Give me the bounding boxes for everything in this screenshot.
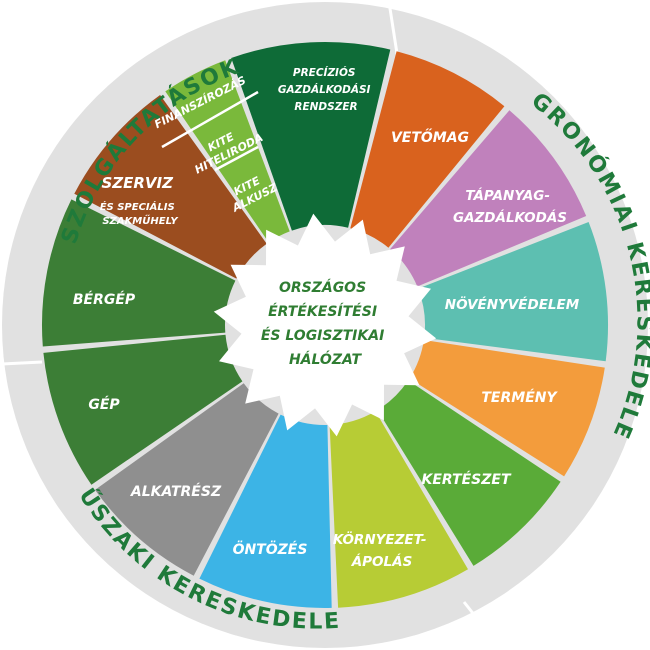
label-szerviz-line-1: SZERVIZ bbox=[101, 174, 174, 192]
ring-divider-left bbox=[1, 360, 43, 366]
segment-bergep bbox=[41, 199, 236, 347]
kite-divider-1 bbox=[161, 90, 259, 149]
center-star-shape bbox=[213, 213, 437, 437]
segment-precizios bbox=[231, 41, 391, 231]
label-gep-line-1: GÉP bbox=[88, 396, 120, 413]
segment-termeny bbox=[409, 340, 605, 477]
label-kornyezet: KÖRNYEZET- ÁPOLÁS bbox=[333, 530, 431, 570]
label-vetomag-line-1: VETŐMAG bbox=[391, 128, 469, 146]
label-tapanyag-line-1: TÁPANYAG- bbox=[465, 187, 550, 204]
label-tapanyag: TÁPANYAG- GAZDÁLKODÁS bbox=[453, 187, 567, 226]
center-line-4: HÁLÓZAT bbox=[289, 350, 363, 368]
label-precizios-line-2: GAZDÁLKODÁSI bbox=[278, 83, 371, 96]
label-novenyvedelem-line-1: NÖVÉNYVÉDELEM bbox=[445, 295, 580, 313]
center-line-3: ÉS LOGISZTIKAI bbox=[261, 327, 384, 344]
label-szerviz-line-3: SZAKMŰHELY bbox=[102, 213, 179, 227]
segment-gep bbox=[43, 334, 243, 485]
segment-kornyezet bbox=[329, 411, 468, 608]
center-line-2: ÉRTÉKESÍTÉSI bbox=[268, 303, 377, 320]
segment-ontozes bbox=[199, 414, 332, 608]
label-novenyvedelem: NÖVÉNYVÉDELEM bbox=[445, 295, 580, 313]
center-line-1: ORSZÁGOS bbox=[279, 279, 366, 296]
segment-alkatresz bbox=[95, 383, 279, 576]
label-kornyezet-line-2: ÁPOLÁS bbox=[351, 553, 413, 570]
center-star: ORSZÁGOS ÉRTÉKESÍTÉSI ÉS LOGISZTIKAI HÁL… bbox=[213, 213, 437, 437]
label-kornyezet-line-1: KÖRNYEZET- bbox=[333, 530, 427, 548]
segment-kerteszet bbox=[377, 380, 561, 566]
label-tapanyag-line-2: GAZDÁLKODÁS bbox=[453, 209, 567, 226]
label-szerviz-line-2: ÉS SPECIÁLIS bbox=[100, 200, 175, 213]
center-title: ORSZÁGOS ÉRTÉKESÍTÉSI ÉS LOGISZTIKAI HÁL… bbox=[261, 279, 389, 368]
segment-novenyvedelem bbox=[418, 222, 609, 362]
label-vetomag: VETŐMAG bbox=[391, 128, 469, 146]
label-precizios: PRECÍZIÓS GAZDÁLKODÁSI RENDSZER bbox=[278, 66, 374, 113]
segment-tapanyag bbox=[390, 110, 587, 287]
segment-kite bbox=[165, 60, 290, 243]
label-kerteszet: KERTÉSZET bbox=[421, 471, 511, 488]
label-termeny: TERMÉNY bbox=[481, 389, 558, 406]
ring-divider-bottom bbox=[462, 601, 485, 627]
label-termeny-line-1: TERMÉNY bbox=[481, 389, 558, 406]
label-precizios-line-3: RENDSZER bbox=[294, 101, 357, 113]
kite-sub-dividers bbox=[161, 90, 259, 172]
label-alkatresz: ALKATRÉSZ bbox=[130, 483, 222, 500]
segments-layer bbox=[41, 41, 609, 608]
label-alkatresz-line-1: ALKATRÉSZ bbox=[130, 483, 222, 500]
segment-szerviz bbox=[74, 95, 267, 279]
label-precizios-line-1: PRECÍZIÓS bbox=[293, 66, 356, 79]
segment-vetomag bbox=[350, 51, 505, 248]
label-bergep-line-1: BÉRGÉP bbox=[73, 291, 136, 308]
label-ontozes-line-1: ÖNTÖZÉS bbox=[233, 540, 308, 558]
label-gep: GÉP bbox=[88, 396, 120, 413]
label-szerviz: SZERVIZ ÉS SPECIÁLIS SZAKMŰHELY bbox=[100, 173, 181, 227]
label-bergep: BÉRGÉP bbox=[73, 291, 136, 308]
label-ontozes: ÖNTÖZÉS bbox=[233, 540, 308, 558]
label-kerteszet-line-1: KERTÉSZET bbox=[421, 471, 511, 488]
kite-divider-2 bbox=[214, 145, 259, 172]
ring-dividers bbox=[1, 1, 485, 627]
ring-divider-top bbox=[387, 1, 400, 61]
